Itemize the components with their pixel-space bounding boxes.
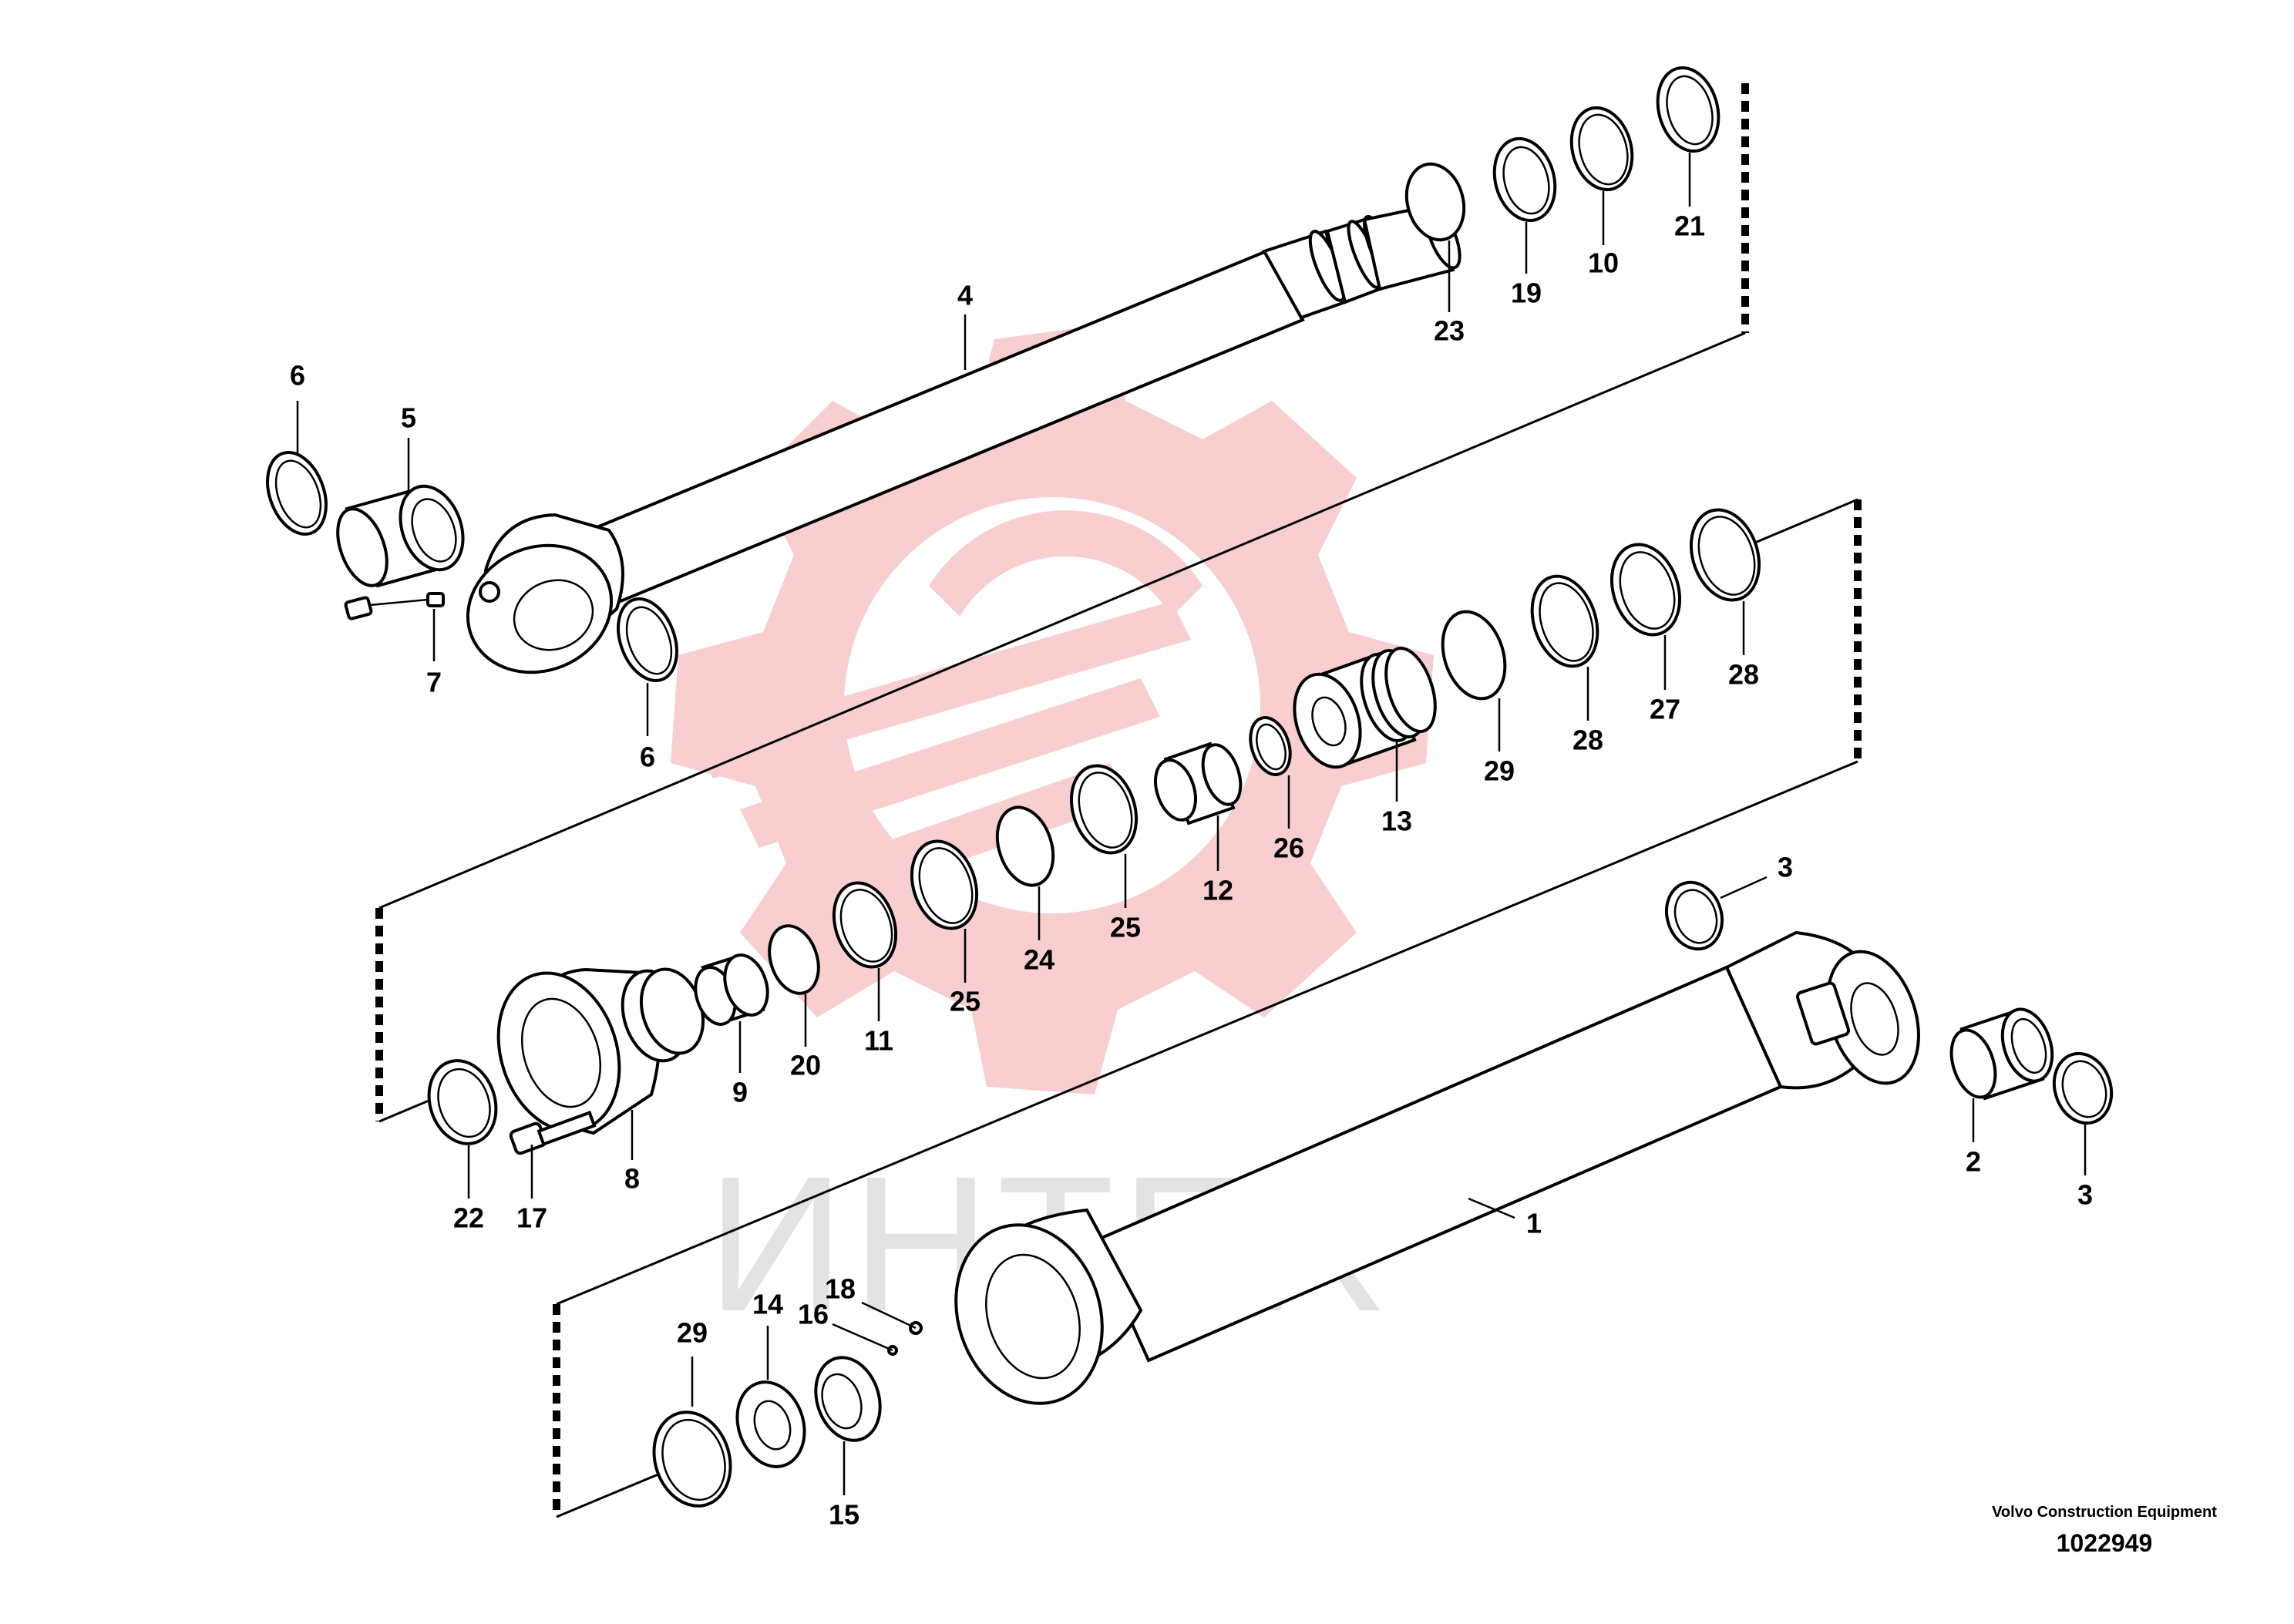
part-11-seal[interactable]	[824, 875, 906, 975]
callout-24: 24	[1024, 944, 1054, 976]
part-2-bushing[interactable]	[1943, 1003, 2060, 1103]
part-23-ring[interactable]	[1398, 157, 1472, 246]
callout-3-bottom: 3	[2077, 1179, 2093, 1211]
piston-rod[interactable]	[449, 202, 1467, 694]
drawing-number: 1022949	[2056, 1529, 2153, 1557]
callout-14: 14	[752, 1289, 783, 1320]
part-3-seal-bottom[interactable]	[2046, 1046, 2121, 1131]
callout-20: 20	[790, 1050, 821, 1081]
callout-1: 1	[1526, 1208, 1542, 1239]
callout-8: 8	[624, 1163, 640, 1195]
part-22-seal[interactable]	[419, 1052, 506, 1153]
part-14-washer[interactable]	[727, 1374, 815, 1475]
callout-25-right: 25	[1110, 912, 1141, 943]
part-29-ring-top[interactable]	[1432, 604, 1515, 707]
part-6-ring-right[interactable]	[607, 590, 687, 688]
callout-29-top: 29	[1484, 755, 1515, 787]
callout-23: 23	[1434, 315, 1465, 347]
part-5-bushing[interactable]	[328, 477, 474, 592]
part-15-nut[interactable]	[806, 1349, 890, 1448]
drawing-credit: Volvo Construction Equipment 1022949	[1981, 1503, 2228, 1558]
part-20-ring[interactable]	[762, 920, 827, 1000]
callout-3-top: 3	[1778, 852, 1793, 883]
leader-lines	[296, 153, 2087, 1495]
part-10-seal[interactable]	[1562, 101, 1640, 197]
part-13-piston[interactable]	[1283, 642, 1445, 775]
callout-6-top: 6	[290, 360, 305, 392]
part-27-ring[interactable]	[1601, 536, 1691, 644]
callout-6-bottom: 6	[640, 741, 655, 773]
part-28-ring-outer[interactable]	[1680, 501, 1771, 609]
callout-22: 22	[453, 1202, 484, 1234]
callout-29-bottom: 29	[677, 1317, 708, 1349]
part-28-ring-inner[interactable]	[1521, 568, 1608, 675]
callout-5: 5	[401, 402, 416, 434]
part-29-ring-bottom[interactable]	[642, 1402, 742, 1516]
part-7-grease-nipple[interactable]	[344, 592, 445, 620]
part-1-cylinder-tube[interactable]	[933, 930, 1934, 1423]
callout-13: 13	[1381, 805, 1412, 837]
callout-2: 2	[1966, 1146, 1981, 1178]
callout-4: 4	[957, 280, 973, 311]
part-6-ring-left[interactable]	[257, 444, 336, 542]
part-9-bushing[interactable]	[688, 950, 775, 1030]
callout-7: 7	[426, 667, 442, 698]
part-8-cylinder-head[interactable]	[479, 957, 713, 1147]
callout-18: 18	[825, 1273, 856, 1305]
callout-16: 16	[798, 1299, 829, 1330]
callout-15: 15	[829, 1499, 859, 1531]
callout-9: 9	[732, 1077, 748, 1108]
part-24-ring[interactable]	[988, 800, 1063, 893]
callout-12: 12	[1202, 875, 1233, 906]
callout-28-inner: 28	[1572, 725, 1603, 756]
callout-11: 11	[864, 1025, 893, 1057]
callout-19: 19	[1511, 277, 1542, 309]
part-19-seal[interactable]	[1485, 132, 1563, 227]
callout-26: 26	[1273, 832, 1304, 864]
part-25-seal-right[interactable]	[1061, 757, 1147, 861]
callout-25-left: 25	[950, 986, 980, 1017]
callout-10: 10	[1588, 247, 1619, 279]
part-12-bushing[interactable]	[1149, 740, 1247, 825]
callout-27: 27	[1650, 694, 1680, 725]
part-26-ring[interactable]	[1243, 712, 1297, 779]
callout-labels: 4 6 5 7 6 23 19 10 21 22 17 8 9 20 11 25…	[290, 210, 2093, 1531]
part-25-seal-left[interactable]	[901, 832, 987, 936]
part-21-seal[interactable]	[1649, 61, 1727, 158]
manufacturer-name: Volvo Construction Equipment	[1992, 1504, 2217, 1521]
callout-28-outer: 28	[1728, 659, 1759, 691]
callout-21: 21	[1674, 210, 1705, 242]
part-17-bolt[interactable]	[509, 1111, 597, 1155]
part-3-seal-top[interactable]	[1658, 875, 1731, 956]
callout-17: 17	[516, 1202, 547, 1234]
